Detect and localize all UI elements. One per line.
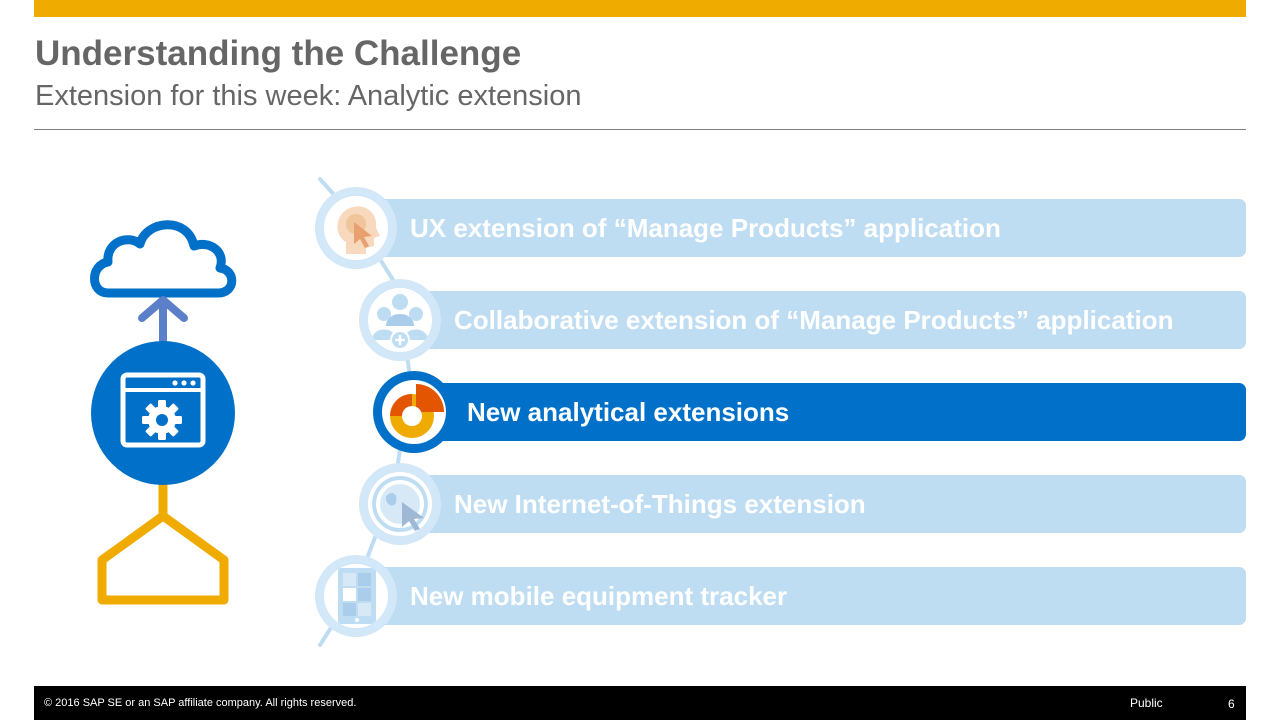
up-arrow-icon	[138, 296, 188, 352]
donut-chart-icon	[390, 384, 444, 438]
people-group-icon	[372, 294, 428, 350]
item-circle-2	[359, 279, 441, 361]
left-illustration	[90, 220, 237, 605]
item-circle-1	[315, 187, 397, 269]
page-title: Understanding the Challenge	[35, 34, 522, 73]
item-circle-3	[373, 371, 455, 453]
title-divider	[34, 129, 1246, 130]
head-cursor-icon	[337, 206, 380, 254]
classification-label: Public	[1130, 696, 1163, 710]
item-bar-mobile-tracker[interactable]: New mobile equipment tracker	[356, 567, 1246, 625]
item-circle-5	[315, 555, 397, 637]
item-label: New Internet-of-Things extension	[454, 489, 866, 519]
item-label: New mobile equipment tracker	[410, 581, 788, 611]
item-label: Collaborative extension of “Manage Produ…	[454, 305, 1174, 335]
item-bar-collaborative-extension[interactable]: Collaborative extension of “Manage Produ…	[400, 291, 1246, 349]
house-outline-icon	[97, 511, 229, 605]
tablet-icon	[338, 568, 376, 624]
item-label: New analytical extensions	[467, 397, 790, 427]
item-bar-ux-extension[interactable]: UX extension of “Manage Products” applic…	[356, 199, 1246, 257]
item-bar-analytical-extensions[interactable]: New analytical extensions	[412, 383, 1246, 441]
item-label: UX extension of “Manage Products” applic…	[410, 213, 1001, 243]
copyright-text: © 2016 SAP SE or an SAP affiliate compan…	[44, 697, 357, 709]
item-circle-4	[359, 463, 441, 545]
item-bar-iot-extension[interactable]: New Internet-of-Things extension	[400, 475, 1246, 533]
cloud-icon	[90, 220, 237, 298]
page-number: 6	[1228, 697, 1235, 711]
footer: © 2016 SAP SE or an SAP affiliate compan…	[34, 686, 1246, 720]
app-settings-icon	[91, 341, 235, 485]
globe-cursor-icon	[372, 476, 428, 532]
top-accent-bar	[34, 0, 1246, 17]
page-subtitle: Extension for this week: Analytic extens…	[35, 80, 582, 112]
